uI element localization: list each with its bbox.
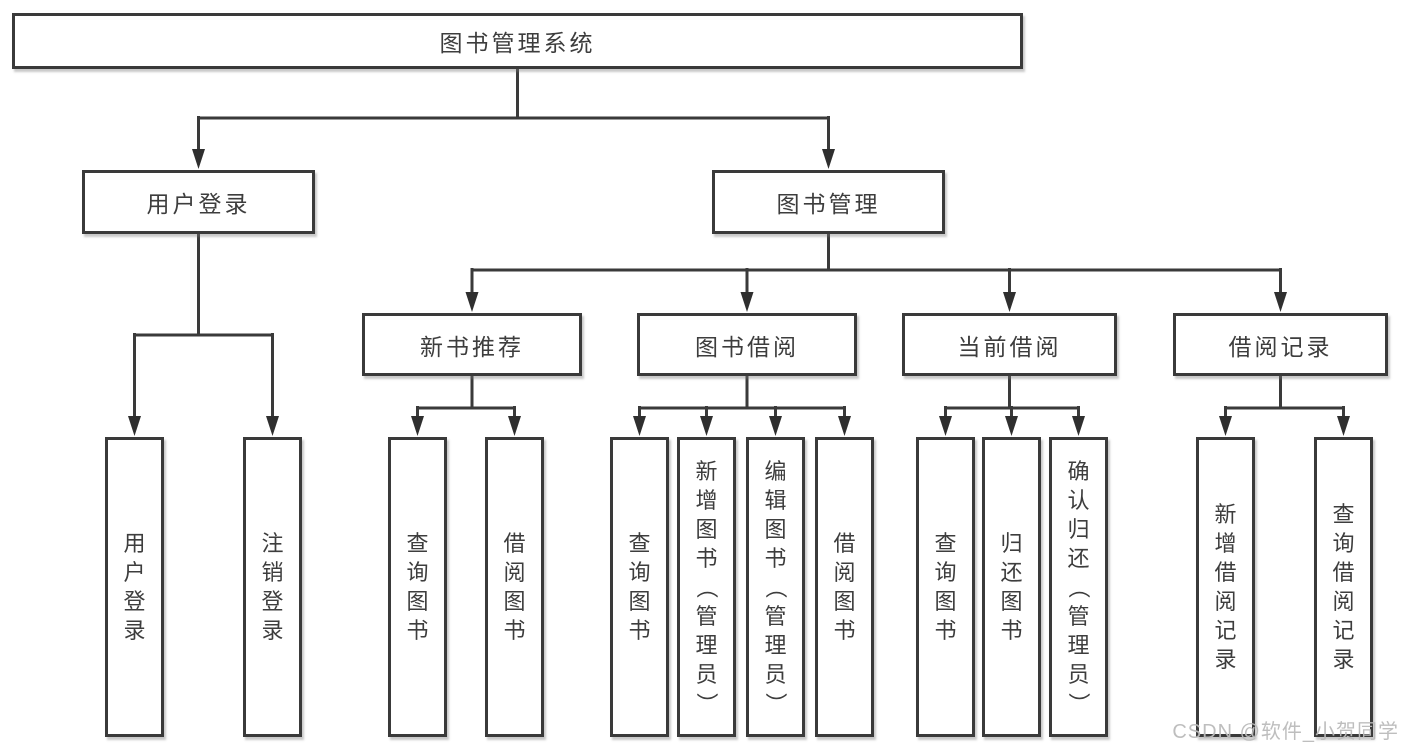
leaf-edit-books-admin: 编辑图书（管理员） — [746, 437, 805, 737]
connector-borrow-records-branch — [1219, 376, 1350, 436]
leaf-query-books-recommend: 查询图书 — [388, 437, 447, 737]
leaf-return-books: 归还图书 — [982, 437, 1041, 737]
node-current-borrowing: 当前借阅 — [902, 313, 1117, 376]
node-current-borrowing-label: 当前借阅 — [957, 333, 1062, 360]
leaf-logout-login-label: 注销登录 — [261, 531, 284, 643]
leaf-confirm-return-admin: 确认归还（管理员） — [1049, 437, 1108, 737]
leaf-edit-books-admin-label: 编辑图书（管理员） — [763, 458, 788, 715]
node-book-borrowing: 图书借阅 — [637, 313, 857, 376]
node-book-borrowing-label: 图书借阅 — [695, 333, 799, 360]
node-root-label: 图书管理系统 — [439, 30, 596, 56]
leaf-borrow-books-recommend: 借阅图书 — [485, 437, 544, 737]
node-borrowing-records-label: 借阅记录 — [1228, 333, 1333, 360]
connector-root-to-level2 — [192, 69, 835, 169]
leaf-user-login: 用户登录 — [105, 437, 164, 737]
node-user-login: 用户登录 — [82, 170, 315, 234]
node-new-book-label: 新书推荐 — [420, 333, 524, 360]
leaf-query-borrow-record-label: 查询借阅记录 — [1332, 502, 1355, 672]
leaf-add-borrow-record-label: 新增借阅记录 — [1214, 502, 1237, 672]
node-book-management: 图书管理 — [712, 170, 945, 234]
leaf-return-books-label: 归还图书 — [1000, 531, 1023, 643]
connector-current-borrow-branch — [939, 376, 1085, 436]
node-user-login-label: 用户登录 — [146, 191, 251, 217]
leaf-borrow-books-label: 借阅图书 — [833, 531, 856, 643]
watermark-text: CSDN @软件_小贺同学 — [1172, 721, 1399, 743]
leaf-query-books-current: 查询图书 — [916, 437, 975, 737]
leaf-query-borrow-record: 查询借阅记录 — [1314, 437, 1373, 737]
node-root-system: 图书管理系统 — [12, 13, 1023, 69]
leaf-add-books-admin: 新增图书（管理员） — [677, 437, 736, 737]
leaf-query-books-recommend-label: 查询图书 — [406, 531, 429, 643]
connector-user-login-branch — [128, 234, 279, 436]
leaf-add-books-admin-label: 新增图书（管理员） — [694, 458, 719, 715]
leaf-user-login-label: 用户登录 — [123, 531, 146, 643]
leaf-borrow-books-recommend-label: 借阅图书 — [503, 531, 526, 643]
node-borrowing-records: 借阅记录 — [1173, 313, 1388, 376]
leaf-query-books-borrow: 查询图书 — [610, 437, 669, 737]
connector-new-book-branch — [411, 376, 521, 436]
node-book-management-label: 图书管理 — [776, 191, 881, 217]
leaf-query-books-current-label: 查询图书 — [934, 531, 957, 643]
leaf-borrow-books: 借阅图书 — [815, 437, 874, 737]
connector-book-management-branch — [465, 234, 1287, 312]
leaf-logout-login: 注销登录 — [243, 437, 302, 737]
node-new-book-recommendation: 新书推荐 — [362, 313, 582, 376]
leaf-query-books-borrow-label: 查询图书 — [628, 531, 651, 643]
leaf-confirm-return-admin-label: 确认归还（管理员） — [1066, 458, 1091, 715]
leaf-add-borrow-record: 新增借阅记录 — [1196, 437, 1255, 737]
connector-book-borrow-branch — [633, 376, 851, 436]
